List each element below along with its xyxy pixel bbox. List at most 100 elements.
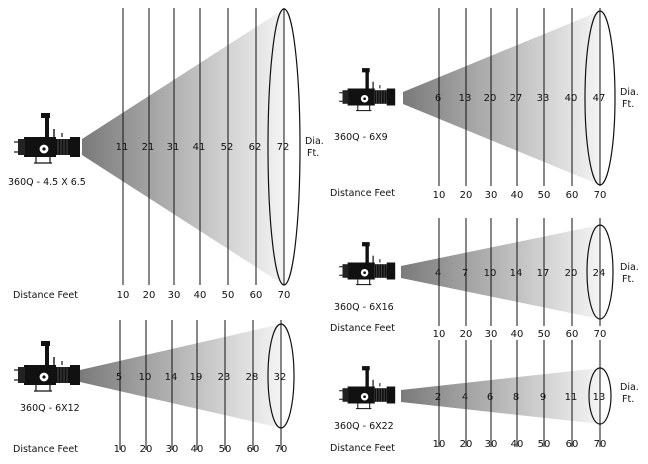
beam-diameter-value: 11 (565, 392, 578, 403)
diameter-unit-label: Ft. (622, 274, 634, 285)
fixture-model-label: 360Q - 6X16 (334, 302, 394, 313)
distance-tick-label: 30 (485, 190, 498, 201)
distance-tick-label: 20 (140, 444, 153, 455)
distance-tick-label: 30 (166, 444, 179, 455)
distance-tick-label: 40 (194, 290, 207, 301)
diameter-unit-label: Ft. (622, 394, 634, 405)
spotlight-fixture-icon (14, 113, 80, 164)
beam-ellipse (267, 8, 301, 286)
beam-diameter-value: 20 (565, 268, 578, 279)
beam-diameter-value: 19 (190, 372, 203, 383)
distance-axis-label: Distance Feet (13, 444, 78, 455)
beam-cone (82, 9, 284, 285)
beam-diameter-value: 28 (246, 372, 259, 383)
spotlight-fixture-icon (339, 242, 396, 286)
beam-diameter-value: 21 (142, 142, 155, 153)
diameter-unit-label: Ft. (307, 148, 319, 159)
distance-tick-label: 10 (114, 444, 127, 455)
distance-tick-label: 20 (143, 290, 156, 301)
distance-tick-label: 70 (278, 290, 291, 301)
beam-diameter-value: 20 (484, 93, 497, 104)
distance-tick-label: 20 (460, 439, 473, 450)
distance-tick-label: 50 (538, 329, 551, 340)
beam-ellipse (267, 323, 295, 429)
beam-diameter-value: 11 (116, 142, 129, 153)
distance-tick-label: 70 (594, 439, 607, 450)
beam-diameter-value: 2 (435, 392, 441, 403)
distance-tick-label: 40 (511, 439, 524, 450)
distance-tick-label: 30 (168, 290, 181, 301)
beam-diameter-value: 62 (249, 142, 262, 153)
beam-cone (80, 324, 281, 428)
beam-diameter-value: 27 (510, 93, 523, 104)
distance-tick-label: 10 (117, 290, 130, 301)
beam-diameter-value: 10 (139, 372, 152, 383)
distance-tick-label: 60 (566, 439, 579, 450)
beam-diameter-value: 14 (165, 372, 178, 383)
distance-tick-label: 60 (566, 190, 579, 201)
beam-ellipse (584, 10, 616, 186)
spotlight-fixture-icon (339, 366, 396, 410)
distance-tick-label: 50 (538, 439, 551, 450)
beam-diameter-value: 47 (593, 93, 606, 104)
beam-diameter-value: 6 (435, 93, 441, 104)
beam-ellipse (588, 367, 612, 425)
beam-diameter-value: 13 (459, 93, 472, 104)
beam-diameter-value: 6 (487, 392, 493, 403)
diameter-label: Dia. (620, 382, 639, 393)
distance-axis-label: Distance Feet (330, 188, 395, 199)
beam-ellipse (586, 224, 614, 320)
beam-diameter-value: 4 (462, 392, 468, 403)
distance-axis-label: Distance Feet (330, 323, 395, 334)
distance-tick-label: 50 (219, 444, 232, 455)
fixture-model-label: 360Q - 4.5 X 6.5 (8, 177, 86, 188)
diameter-label: Dia. (620, 87, 639, 98)
beam-diameter-value: 9 (540, 392, 546, 403)
beam-diameter-value: 7 (462, 268, 468, 279)
distance-tick-label: 20 (460, 329, 473, 340)
beam-diameter-value: 13 (593, 392, 606, 403)
beam-diameter-value: 52 (221, 142, 234, 153)
distance-tick-label: 60 (566, 329, 579, 340)
fixture-model-label: 360Q - 6X12 (20, 403, 80, 414)
beam-cone (401, 225, 600, 319)
beam-diameter-value: 24 (593, 268, 606, 279)
distance-tick-label: 40 (191, 444, 204, 455)
distance-tick-label: 60 (247, 444, 260, 455)
distance-tick-label: 30 (485, 329, 498, 340)
distance-tick-label: 70 (594, 190, 607, 201)
beam-diameter-value: 41 (193, 142, 206, 153)
distance-axis-label: Distance Feet (13, 290, 78, 301)
beam-diameter-value: 40 (565, 93, 578, 104)
spotlight-fixture-icon (14, 341, 80, 392)
distance-tick-label: 10 (433, 439, 446, 450)
distance-tick-label: 50 (538, 190, 551, 201)
distance-tick-label: 40 (511, 329, 524, 340)
beam-diameter-value: 33 (537, 93, 550, 104)
distance-tick-label: 10 (433, 190, 446, 201)
beam-diameter-value: 8 (513, 392, 519, 403)
distance-tick-label: 70 (275, 444, 288, 455)
diameter-unit-label: Ft. (622, 99, 634, 110)
beam-diameter-value: 14 (510, 268, 523, 279)
beam-diameter-value: 10 (484, 268, 497, 279)
beam-diameter-value: 23 (218, 372, 231, 383)
beam-diameter-value: 72 (277, 142, 290, 153)
diameter-label: Dia. (305, 136, 324, 147)
beam-diameter-value: 31 (167, 142, 180, 153)
beam-diameter-value: 32 (274, 372, 287, 383)
beam-cone (401, 368, 600, 424)
beam-diameter-value: 17 (537, 268, 550, 279)
fixture-model-label: 360Q - 6X9 (334, 132, 388, 143)
distance-tick-label: 30 (485, 439, 498, 450)
distance-tick-label: 10 (433, 329, 446, 340)
distance-tick-label: 60 (250, 290, 263, 301)
diameter-label: Dia. (620, 262, 639, 273)
